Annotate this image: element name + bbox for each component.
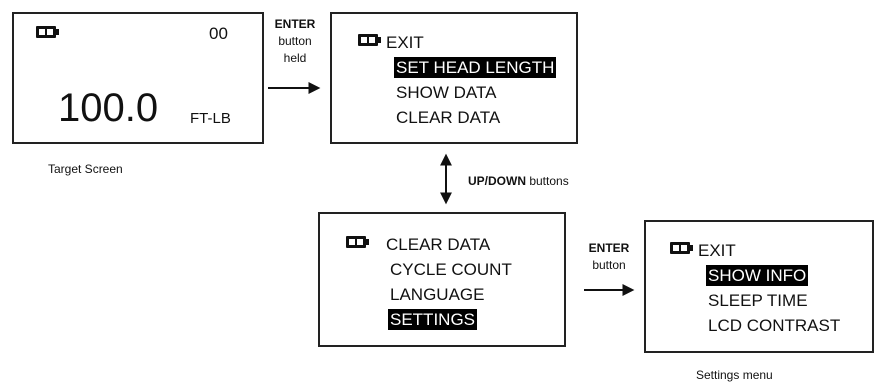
- menu-2-item-settings[interactable]: SETTINGS: [320, 307, 512, 332]
- menu-screen-2: CLEAR DATA CYCLE COUNT LANGUAGE SETTINGS: [318, 212, 566, 347]
- menu-1-item-exit[interactable]: EXIT: [332, 30, 556, 55]
- menu-1-item-label: CLEAR DATA: [396, 108, 501, 127]
- battery-icon: [346, 236, 369, 248]
- menu-1-item-clear-data[interactable]: CLEAR DATA: [332, 105, 556, 130]
- menu-1-item-label: SHOW DATA: [396, 83, 497, 102]
- updown-label-rest: buttons: [526, 174, 569, 188]
- menu-3-item-label: SHOW INFO: [706, 265, 809, 286]
- updown-label: UP/DOWN buttons: [468, 174, 569, 188]
- menu-screen-settings: EXIT SHOW INFO SLEEP TIME LCD CONTRAST: [644, 220, 874, 353]
- target-unit: FT-LB: [190, 110, 231, 127]
- menu-2-item-language[interactable]: LANGUAGE: [320, 282, 512, 307]
- menu-2-item-label: SETTINGS: [388, 309, 478, 330]
- menu-3-item-label: EXIT: [698, 241, 736, 260]
- enter-label: ENTER button: [578, 240, 640, 274]
- menu-screen-1: EXIT SET HEAD LENGTH SHOW DATA CLEAR DAT…: [330, 12, 578, 144]
- menu-3-item-lcd-contrast[interactable]: LCD CONTRAST: [646, 313, 840, 338]
- battery-icon: [358, 34, 381, 46]
- enter-label-line1: ENTER: [588, 241, 630, 255]
- battery-icon: [36, 26, 59, 38]
- menu-1-list: EXIT SET HEAD LENGTH SHOW DATA CLEAR DAT…: [332, 30, 557, 130]
- battery-icon: [670, 242, 693, 254]
- settings-menu-caption: Settings menu: [696, 368, 773, 382]
- menu-2-item-label: LANGUAGE: [390, 285, 485, 304]
- menu-2-list: CLEAR DATA CYCLE COUNT LANGUAGE SETTINGS: [320, 232, 512, 332]
- enter-held-label-line2: button: [278, 34, 312, 48]
- menu-3-item-exit[interactable]: EXIT: [646, 238, 840, 263]
- menu-3-item-label: LCD CONTRAST: [708, 316, 841, 335]
- menu-3-item-sleep-time[interactable]: SLEEP TIME: [646, 288, 840, 313]
- menu-1-item-show-data[interactable]: SHOW DATA: [332, 80, 556, 105]
- enter-label-line2: button: [592, 258, 626, 272]
- menu-1-item-set-head-length[interactable]: SET HEAD LENGTH: [332, 55, 557, 80]
- target-screen: 00 100.0 FT-LB: [12, 12, 264, 144]
- menu-2-item-cycle-count[interactable]: CYCLE COUNT: [320, 257, 512, 282]
- enter-held-label: ENTER button held: [265, 16, 325, 67]
- menu-2-item-label: CLEAR DATA: [386, 235, 491, 254]
- updown-label-bold: UP/DOWN: [468, 174, 526, 188]
- menu-3-item-show-info[interactable]: SHOW INFO: [646, 263, 840, 288]
- menu-3-list: EXIT SHOW INFO SLEEP TIME LCD CONTRAST: [646, 238, 840, 338]
- menu-1-item-label: SET HEAD LENGTH: [394, 57, 557, 78]
- menu-2-item-label: CYCLE COUNT: [390, 260, 512, 279]
- target-value: 100.0: [58, 86, 159, 130]
- target-counter: 00: [209, 24, 228, 43]
- menu-3-item-label: SLEEP TIME: [708, 291, 808, 310]
- target-screen-caption: Target Screen: [48, 162, 123, 176]
- menu-1-item-label: EXIT: [386, 33, 424, 52]
- enter-held-label-line3: held: [283, 51, 307, 65]
- enter-held-label-line1: ENTER: [274, 17, 316, 31]
- menu-2-item-clear-data[interactable]: CLEAR DATA: [320, 232, 512, 257]
